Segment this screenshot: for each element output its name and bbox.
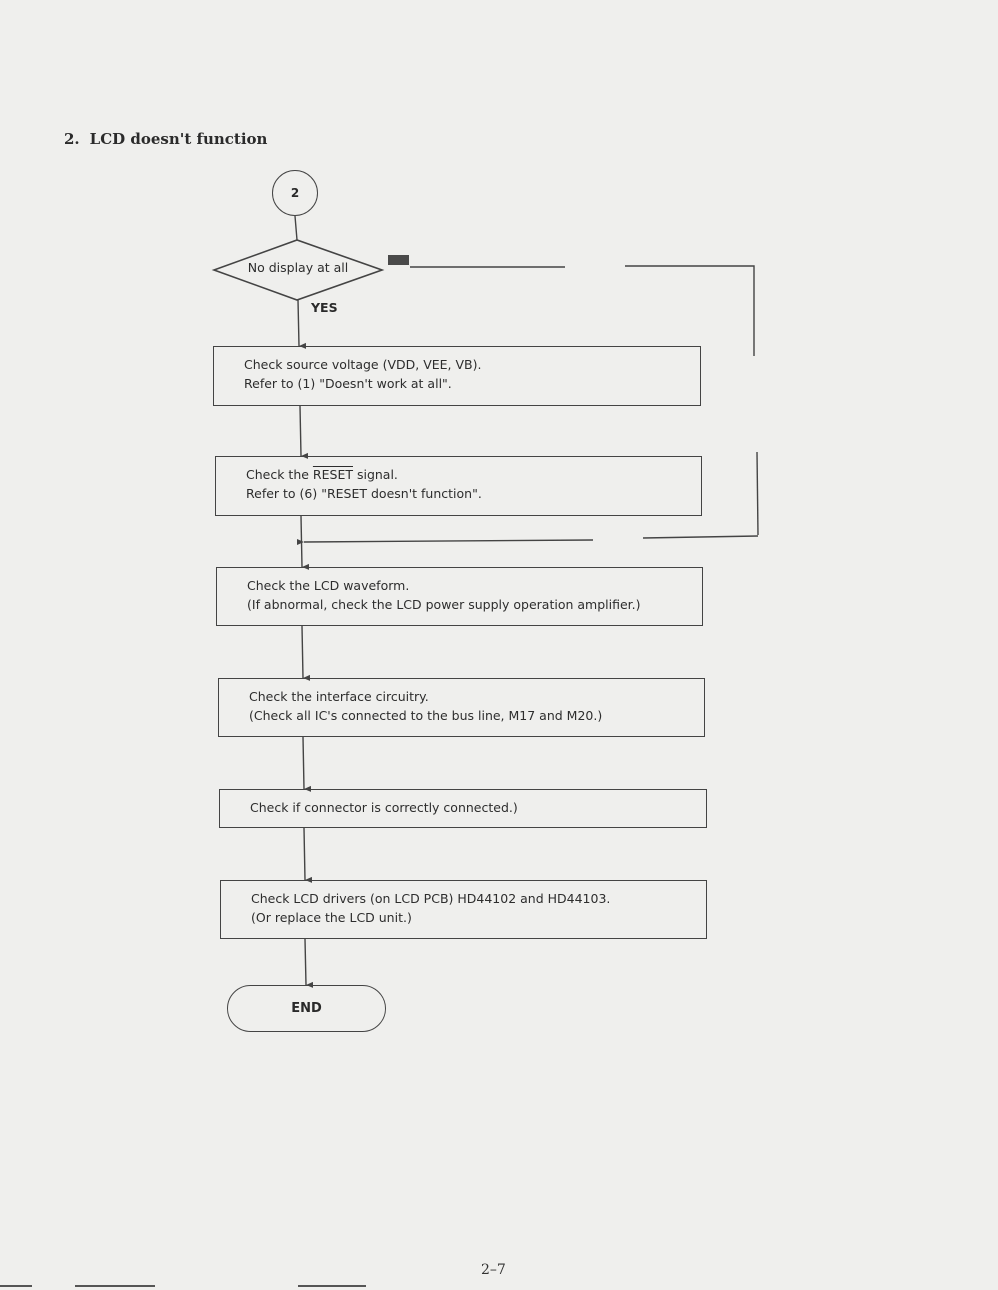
step-check-connector: Check if connector is correctly connecte… bbox=[219, 789, 707, 828]
step2-line1: Check the RESET signal. bbox=[246, 465, 701, 484]
step6-line2: (Or replace the LCD unit.) bbox=[251, 910, 412, 925]
step3-line1: Check the LCD waveform. bbox=[247, 578, 410, 593]
no-branch-marker bbox=[388, 255, 409, 265]
return-line-right bbox=[642, 535, 759, 539]
step-check-reset-signal: Check the RESET signal. Refer to (6) "RE… bbox=[215, 456, 702, 516]
reset-signal-name: RESET bbox=[312, 467, 353, 482]
step2-line1-suffix: signal. bbox=[352, 467, 398, 482]
decision-question: No display at all bbox=[247, 260, 349, 275]
start-connector: 2 bbox=[272, 170, 318, 216]
arrow-step2-to-step3 bbox=[300, 515, 310, 570]
step4-line2: (Check all IC's connected to the bus lin… bbox=[249, 708, 603, 723]
step6-line1: Check LCD drivers (on LCD PCB) HD44102 a… bbox=[251, 891, 611, 906]
step-check-interface-circuitry: Check the interface circuitry. (Check al… bbox=[218, 678, 705, 737]
step-check-lcd-drivers: Check LCD drivers (on LCD PCB) HD44102 a… bbox=[220, 880, 707, 939]
end-terminal: END bbox=[227, 985, 386, 1032]
step-check-source-voltage: Check source voltage (VDD, VEE, VB). Ref… bbox=[213, 346, 701, 406]
page-number: 2–7 bbox=[481, 1262, 506, 1278]
no-branch-line-lower bbox=[756, 451, 759, 536]
step2-line1-prefix: Check the bbox=[246, 467, 313, 482]
arrow-decision-to-step1 bbox=[297, 299, 307, 349]
arrow-step3-to-step4 bbox=[301, 625, 311, 681]
step-check-lcd-waveform: Check the LCD waveform. (If abnormal, ch… bbox=[216, 567, 703, 626]
arrow-step6-to-end bbox=[304, 938, 314, 988]
footer-rule bbox=[0, 1285, 32, 1287]
step3-line2: (If abnormal, check the LCD power supply… bbox=[247, 597, 641, 612]
no-branch-line-right bbox=[625, 265, 755, 356]
decision-diamond bbox=[211, 239, 385, 301]
section-title-text: LCD doesn't function bbox=[89, 130, 268, 148]
step4-line1: Check the interface circuitry. bbox=[249, 689, 429, 704]
step2-line2: Refer to (6) "RESET doesn't function". bbox=[246, 486, 482, 501]
step5-line1: Check if connector is correctly connecte… bbox=[250, 800, 518, 815]
section-title: 2. LCD doesn't function bbox=[64, 130, 267, 148]
connector-start-to-decision bbox=[294, 215, 298, 241]
footer-rule bbox=[298, 1285, 366, 1287]
yes-label: YES bbox=[311, 300, 338, 315]
arrow-step5-to-step6 bbox=[303, 827, 313, 883]
section-number: 2. bbox=[64, 130, 80, 148]
footer-rule bbox=[75, 1285, 155, 1287]
step1-line2: Refer to (1) "Doesn't work at all". bbox=[244, 376, 452, 391]
return-line-left bbox=[296, 539, 594, 546]
step1-line1: Check source voltage (VDD, VEE, VB). bbox=[244, 357, 482, 372]
arrow-step1-to-step2 bbox=[299, 405, 309, 459]
arrow-step4-to-step5 bbox=[302, 736, 312, 792]
